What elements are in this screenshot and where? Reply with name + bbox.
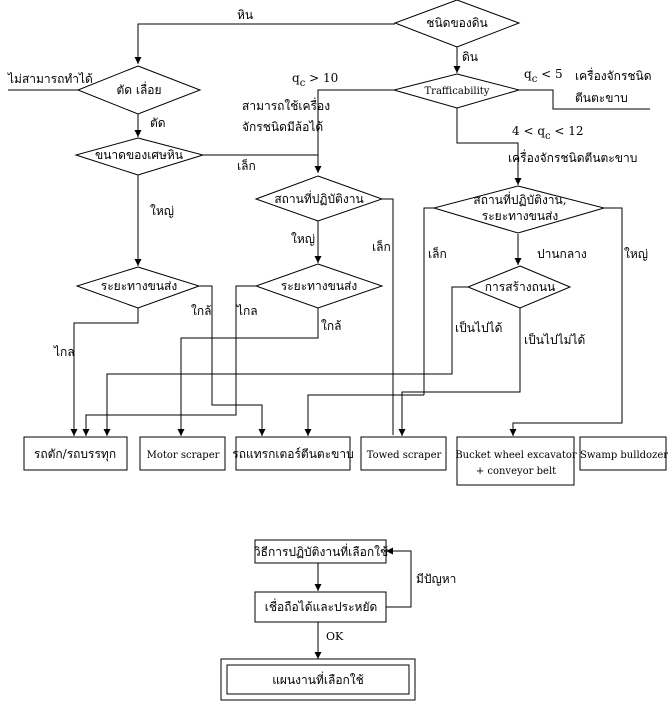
label-cut: ตัด	[150, 116, 166, 130]
svg-text:+ conveyor belt: + conveyor belt	[476, 466, 556, 477]
edge-near-left	[199, 285, 266, 436]
box-motor-scraper: Motor scraper	[139, 436, 226, 471]
diamond-haul-mid: ระยะทางขนส่ง	[254, 263, 384, 309]
label-q412: 4 < qc < 12	[512, 124, 584, 142]
edge-sr-small	[423, 207, 436, 395]
svg-text:ขนาดของเศษหิน: ขนาดของเศษหิน	[95, 148, 183, 162]
label-wheeled-1: สามารถใช้เครื่อง	[242, 97, 330, 113]
svg-text:ตัด เลื่อย: ตัด เลื่อย	[116, 81, 161, 97]
edge-far-left	[70, 308, 139, 436]
label-near: ใกล้	[191, 304, 211, 318]
svg-text:Bucket wheel excavator: Bucket wheel excavator	[455, 450, 577, 461]
svg-text:สถานที่ปฏิบัติงาน,: สถานที่ปฏิบัติงาน,	[473, 191, 566, 207]
diamond-soil-type: ชนิดของดิน	[393, 0, 521, 48]
label-large: ใหญ่	[150, 204, 174, 218]
svg-text:ระยะทางขนส่ง: ระยะทางขนส่ง	[482, 209, 558, 223]
svg-text:รถตัก/รถบรรทุก: รถตัก/รถบรรทุก	[34, 447, 116, 462]
edge-not-possible	[398, 308, 521, 436]
edge-sr-large	[509, 207, 623, 436]
edge-rock	[134, 23, 395, 64]
label-cannot: ไม่สามารถทำได้	[7, 72, 93, 86]
diamond-road-build: การสร้างถนน	[466, 265, 572, 309]
label-problem: มีปัญหา	[416, 572, 456, 586]
svg-text:รถแทรกเตอร์ตีนตะขาบ: รถแทรกเตอร์ตีนตะขาบ	[232, 447, 353, 461]
label-possible: เป็นไปได้	[455, 320, 502, 335]
edge-problem	[386, 547, 412, 608]
edge-q5	[518, 89, 650, 110]
svg-text:การสร้างถนน: การสร้างถนน	[485, 280, 556, 294]
edge-q412	[456, 108, 522, 185]
edge-site-small	[381, 198, 394, 435]
edge-q10	[314, 89, 394, 173]
label-soil: ดิน	[462, 50, 478, 64]
label-crawler-1: เครื่องจักรชนิด	[575, 67, 652, 83]
label-crawler-mid: เครื่องจักรชนิดตีนตะขาบ	[508, 149, 637, 165]
svg-text:Trafficability: Trafficability	[425, 86, 490, 97]
label-small2: เล็ก	[372, 239, 391, 254]
svg-text:Towed scraper: Towed scraper	[367, 450, 442, 461]
label-q5: qc < 5	[524, 67, 563, 85]
connectors	[8, 23, 650, 659]
svg-text:ชนิดของดิน: ชนิดของดิน	[426, 16, 487, 30]
edge-far-mid	[82, 285, 256, 436]
box-towed-scraper: Towed scraper	[360, 436, 447, 471]
label-near2: ใกล้	[321, 319, 341, 333]
box-method: วิธีการปฏิบัติงานที่เลือกใช้	[254, 539, 389, 564]
diamond-rock-size: ขนาดของเศษหิน	[74, 137, 205, 176]
label-small3: เล็ก	[428, 246, 447, 261]
svg-text:ระยะทางขนส่ง: ระยะทางขนส่ง	[101, 279, 177, 293]
box-dump-truck: รถตัก/รถบรรทุก	[23, 436, 128, 471]
svg-text:แผนงานที่เลือกใช้: แผนงานที่เลือกใช้	[272, 671, 364, 687]
label-crawler-2: ตีนตะขาบ	[575, 91, 628, 105]
box-bucket-wheel: Bucket wheel excavator + conveyor belt	[455, 436, 577, 486]
label-far: ไกล	[236, 304, 258, 318]
edge-near-mid	[177, 308, 319, 436]
label-small: เล็ก	[237, 158, 256, 173]
svg-text:ระยะทางขนส่ง: ระยะทางขนส่ง	[281, 279, 357, 293]
edge-sr-to-ct	[307, 394, 424, 405]
label-large3: ใหญ่	[624, 247, 648, 261]
svg-text:สถานที่ปฏิบัติงาน: สถานที่ปฏิบัติงาน	[274, 190, 363, 206]
label-large2: ใหญ่	[291, 232, 315, 246]
diamond-haul-left: ระยะทางขนส่ง	[75, 266, 201, 309]
edge-labels: หิน ดิน ไม่สามารถทำได้ ตัด เล็ก ใหญ่ ใหญ…	[7, 8, 652, 643]
diamond-site-right: สถานที่ปฏิบัติงาน, ระยะทางขนส่ง	[432, 185, 606, 234]
box-swamp-bulldozer: Swamp bulldozer	[579, 436, 668, 471]
box-crawler-tractor: รถแทรกเตอร์ตีนตะขาบ	[232, 436, 354, 471]
box-reliable: เชื่อถือได้และประหยัด	[254, 591, 387, 623]
svg-text:Motor scraper: Motor scraper	[147, 450, 220, 461]
svg-text:เชื่อถือได้และประหยัด: เชื่อถือได้และประหยัด	[265, 598, 378, 614]
diamond-site-left: สถานที่ปฏิบัติงาน	[254, 175, 384, 222]
diamond-trafficability: Trafficability	[392, 73, 521, 109]
label-not-possible: เป็นไปไม่ได้	[524, 332, 585, 347]
diamond-cut-saw: ตัด เลื่อย	[76, 65, 202, 115]
label-rock: หิน	[237, 8, 253, 22]
svg-text:วิธีการปฏิบัติงานที่เลือกใช้: วิธีการปฏิบัติงานที่เลือกใช้	[254, 543, 389, 559]
box-plan: แผนงานที่เลือกใช้	[220, 658, 416, 701]
label-ok: OK	[326, 630, 344, 643]
edge-possible	[103, 286, 468, 436]
label-q10: qc > 10	[292, 71, 338, 89]
label-far2: ไกล	[53, 345, 75, 359]
label-wheeled-2: จักรชนิดมีล้อได้	[242, 120, 323, 134]
label-medium: ปานกลาง	[537, 247, 587, 261]
svg-text:Swamp bulldozer: Swamp bulldozer	[580, 450, 668, 461]
